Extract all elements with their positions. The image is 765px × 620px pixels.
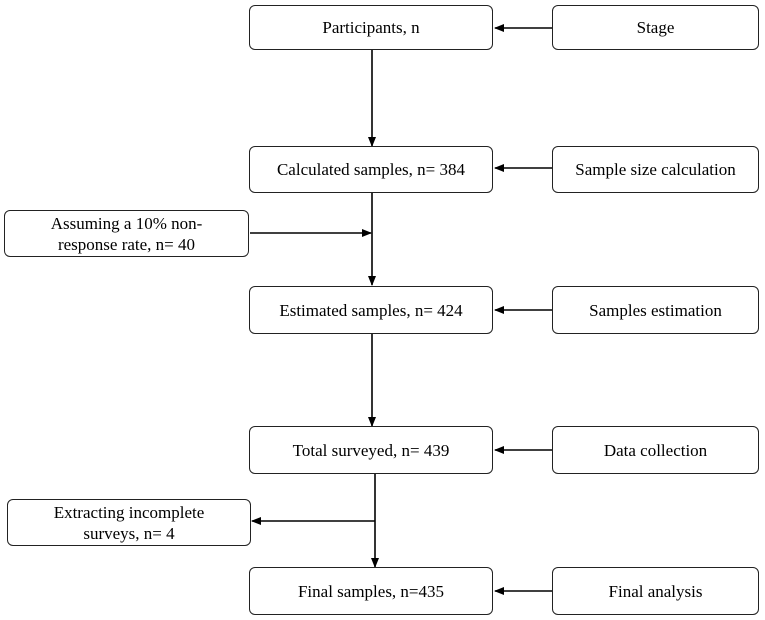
sample-size-calculation-box: Sample size calculation xyxy=(552,146,759,193)
total-surveyed-box: Total surveyed, n= 439 xyxy=(249,426,493,474)
stage-header-box: Stage xyxy=(552,5,759,50)
samples-estimation-box: Samples estimation xyxy=(552,286,759,334)
estimated-samples-label: Estimated samples, n= 424 xyxy=(279,300,463,320)
final-samples-label: Final samples, n=435 xyxy=(297,581,445,601)
total-surveyed-label: Total surveyed, n= 439 xyxy=(292,440,450,460)
data-collection-box: Data collection xyxy=(552,426,759,474)
participants-box: Participants, n xyxy=(249,5,493,50)
incomplete-surveys-box: Extracting incomplete surveys, n= 4 xyxy=(7,499,251,546)
sample-size-calculation-label: Sample size calculation xyxy=(575,160,736,179)
final-analysis-label: Final analysis xyxy=(608,581,703,601)
final-analysis-box: Final analysis xyxy=(552,567,759,615)
samples-estimation-label: Samples estimation xyxy=(589,300,722,320)
non-response-rate-box: Assuming a 10% non- response rate, n= 40 xyxy=(4,210,249,257)
calculated-samples-label: Calculated samples, n= 384 xyxy=(276,160,466,179)
participants-label: Participants, n xyxy=(322,18,420,37)
incomplete-surveys-label: Extracting incomplete surveys, n= 4 xyxy=(53,502,205,543)
data-collection-label: Data collection xyxy=(603,440,708,460)
estimated-samples-box: Estimated samples, n= 424 xyxy=(249,286,493,334)
stage-header-label: Stage xyxy=(636,18,675,37)
calculated-samples-box: Calculated samples, n= 384 xyxy=(249,146,493,193)
non-response-rate-label: Assuming a 10% non- response rate, n= 40 xyxy=(50,213,203,254)
final-samples-box: Final samples, n=435 xyxy=(249,567,493,615)
